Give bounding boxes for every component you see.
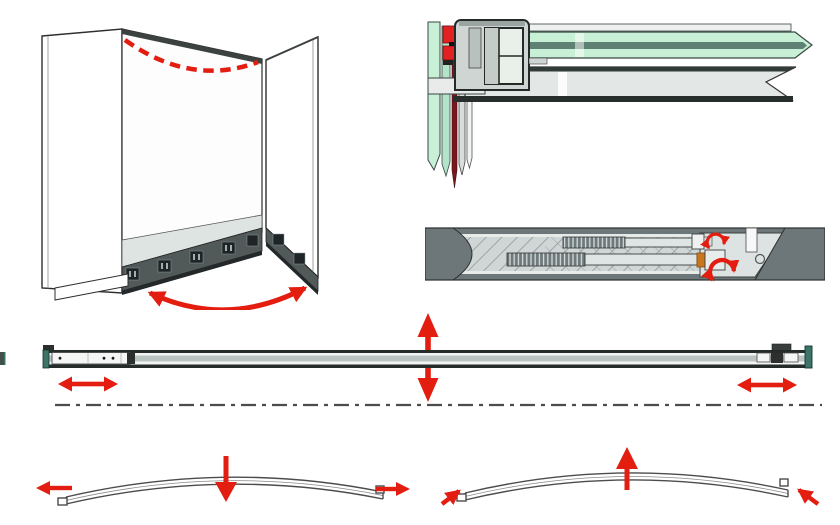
corner-hardware-housing xyxy=(428,20,547,94)
door-swing-arrow xyxy=(150,288,305,310)
bowed-profile-left-figure xyxy=(20,440,430,520)
arrow-down-center xyxy=(215,456,237,502)
mechanism-section-figure xyxy=(425,220,825,288)
horizontal-adjust-arrow-right xyxy=(737,378,797,393)
right-mount-strip xyxy=(757,344,798,363)
orange-bushing xyxy=(697,253,705,267)
slot-opening xyxy=(746,228,757,252)
cabinet-isometric-figure xyxy=(30,15,330,310)
right-glass-edge xyxy=(805,346,812,368)
profile-bar xyxy=(0,344,812,368)
folding-door-panel xyxy=(266,37,318,295)
arrow-right-outward xyxy=(376,482,410,496)
horizontal-glass-panel xyxy=(509,24,812,58)
arrow-inward-right xyxy=(799,490,818,504)
left-top-cap xyxy=(43,345,54,350)
edge-crop-mark xyxy=(0,352,4,365)
left-mount-strip xyxy=(52,353,135,365)
profile-bar-figure xyxy=(0,308,840,428)
left-glass-edge xyxy=(43,350,49,368)
corner-cross-section-figure xyxy=(425,12,825,197)
bowed-profile-right-figure xyxy=(430,438,840,523)
horizontal-adjust-arrow-left xyxy=(58,377,118,392)
arrow-left-outward xyxy=(36,481,72,495)
arrow-up-center xyxy=(616,447,638,490)
bowed-profile xyxy=(457,473,788,501)
